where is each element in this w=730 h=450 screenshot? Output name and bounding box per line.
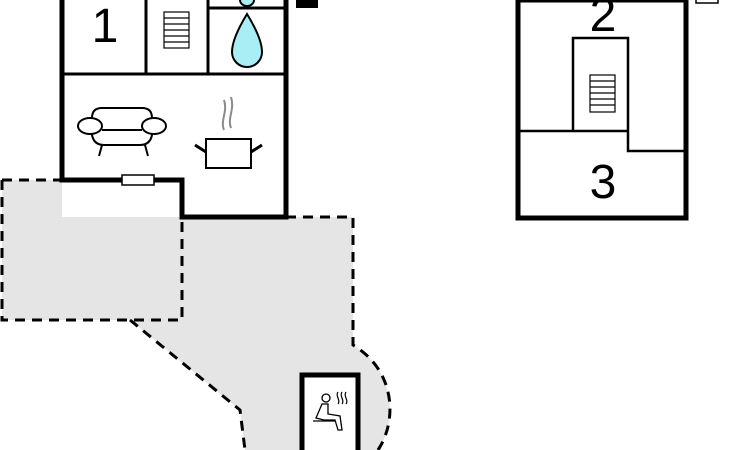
sofa-icon <box>77 107 167 157</box>
house-right <box>515 0 719 221</box>
room-2-label: 2 <box>590 0 617 42</box>
window <box>121 174 155 186</box>
chimney-marker <box>296 0 318 8</box>
room-3-label: 3 <box>590 156 617 209</box>
cooking-pot-icon <box>194 96 263 169</box>
room-1-label: 1 <box>92 0 119 53</box>
sauna-icon <box>299 372 361 450</box>
stairs-icon <box>163 11 190 49</box>
water-drop-icon <box>230 0 264 68</box>
stairs-icon <box>589 74 616 113</box>
terrace <box>0 178 392 450</box>
